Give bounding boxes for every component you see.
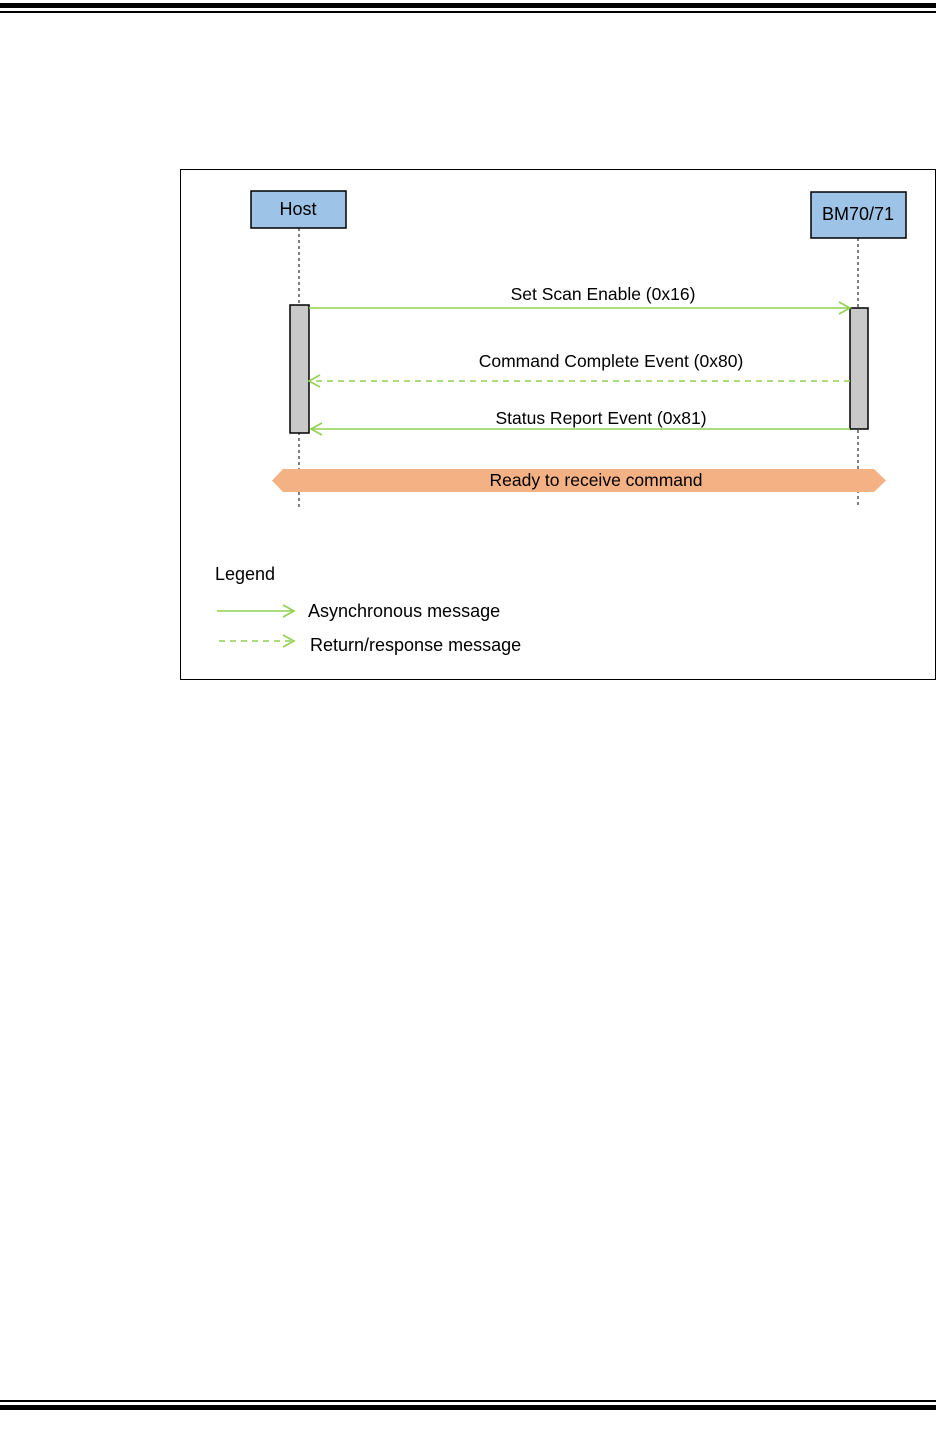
top-rule-thin	[0, 11, 936, 13]
message-label: Command Complete Event (0x80)	[479, 351, 744, 371]
legend: Legend Asynchronous message Return/respo…	[215, 564, 521, 655]
actor-host: Host	[250, 190, 347, 229]
message-command-complete-event: Command Complete Event (0x80)	[307, 351, 850, 388]
message-status-report-event: Status Report Event (0x81)	[309, 408, 850, 436]
state-banner: Ready to receive command	[272, 469, 886, 492]
message-label: Set Scan Enable (0x16)	[511, 284, 696, 304]
top-rule-thick	[0, 3, 936, 8]
bottom-rule-thick	[0, 1405, 936, 1410]
legend-item-label: Asynchronous message	[308, 601, 500, 621]
bottom-rule-thin	[0, 1400, 936, 1402]
state-banner-label: Ready to receive command	[489, 470, 702, 490]
actor-host-label: Host	[279, 199, 316, 219]
legend-item-return: Return/response message	[219, 634, 521, 655]
activation-host	[289, 304, 310, 434]
activation-bm	[849, 307, 869, 430]
actor-bm-label: BM70/71	[822, 204, 894, 224]
message-set-scan-enable: Set Scan Enable (0x16)	[309, 284, 852, 315]
message-label: Status Report Event (0x81)	[495, 408, 706, 428]
legend-item-label: Return/response message	[310, 635, 521, 655]
legend-title: Legend	[215, 564, 275, 584]
legend-item-asynchronous: Asynchronous message	[217, 601, 500, 621]
actor-bm: BM70/71	[810, 191, 907, 239]
